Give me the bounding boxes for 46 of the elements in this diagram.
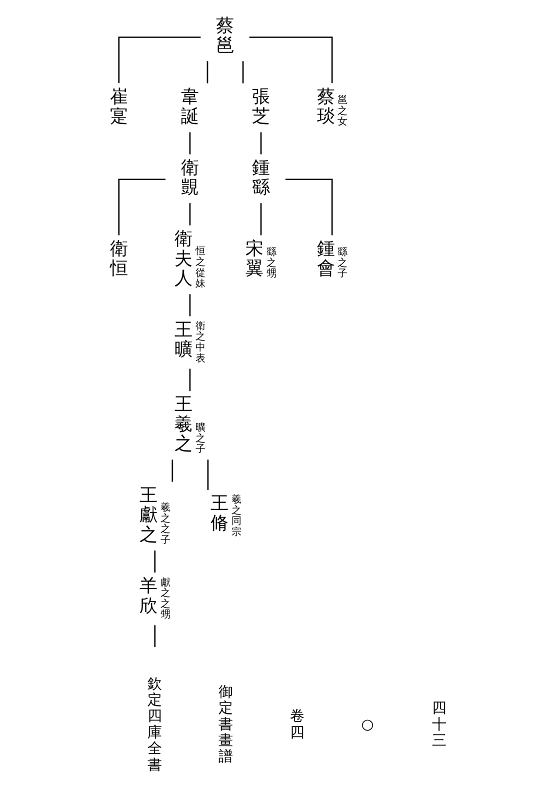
node-text: 王脩 <box>210 492 228 534</box>
node-label: 繇之子 <box>336 247 347 280</box>
connector <box>248 36 332 84</box>
node-text: 王羲之 <box>174 394 192 455</box>
node-label: 曠之子 <box>194 422 205 456</box>
connector <box>284 178 332 236</box>
connector <box>188 294 190 316</box>
node-text: 張芝 <box>252 86 270 128</box>
connector <box>206 460 208 490</box>
node-label: 羲之之子 <box>160 502 170 546</box>
connector <box>118 178 165 236</box>
node-label: 恒之從妹 <box>194 246 205 290</box>
node-text: 王獻之 <box>139 484 158 546</box>
connector <box>188 132 190 154</box>
node-text: 韋誕 <box>180 86 198 128</box>
node-text: 衛夫人 <box>174 228 192 290</box>
node-label: 繇之甥 <box>266 247 276 280</box>
connector <box>260 203 262 236</box>
label: 御定書畫譜 <box>218 684 232 766</box>
connector <box>154 625 156 648</box>
node-label: 衛之中表 <box>194 320 205 364</box>
connector <box>206 61 208 84</box>
label: 卷四 <box>289 708 304 741</box>
node-text: 宋翼 <box>245 238 264 280</box>
node-text: 蔡琰 <box>316 86 334 128</box>
label: ○ <box>360 716 374 733</box>
node-text: 鍾繇 <box>252 157 270 198</box>
connector <box>154 550 156 573</box>
node-text: 王曠 <box>174 319 192 360</box>
node-label: 獻之之甥 <box>160 577 170 621</box>
connector <box>118 36 200 84</box>
node-label: 羲之同宗 <box>230 494 241 538</box>
node-text: 羊欣 <box>139 576 158 617</box>
connector <box>260 132 262 154</box>
node-label: 邕之女 <box>336 95 347 128</box>
connector <box>171 460 173 482</box>
node-text: 衛覬 <box>180 157 198 198</box>
node-text: 蔡邕 <box>216 15 234 56</box>
node-text: 衛恒 <box>109 238 128 280</box>
connector <box>188 368 190 392</box>
node-text: 鍾會 <box>316 238 334 280</box>
label: 四十三 <box>431 700 446 750</box>
label: 欽定四庫全書 <box>147 676 162 774</box>
connector <box>242 61 244 84</box>
connector <box>188 203 190 226</box>
node-text: 崔寔 <box>109 86 128 128</box>
